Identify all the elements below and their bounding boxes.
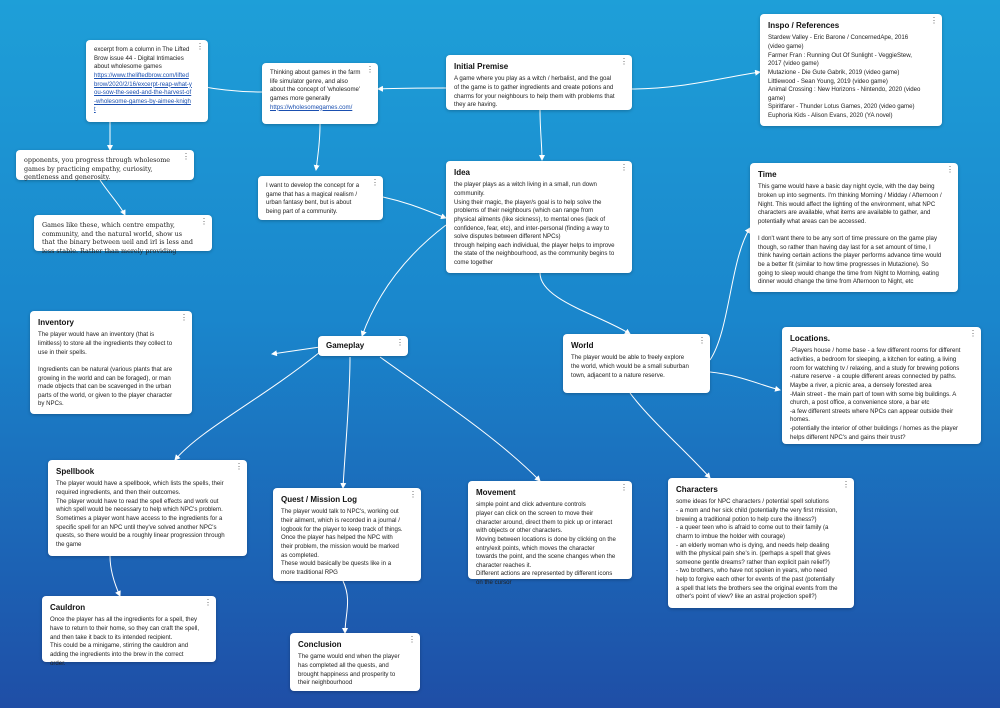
link-world-characters [629,392,711,479]
card-body: A game where you play as a witch / herba… [454,75,615,109]
card-excerpt[interactable]: excerpt from a column in The Lifted Brow… [86,40,208,122]
link-quote1-quote2 [99,179,126,216]
more-options-icon[interactable]: ⋮ [969,329,977,338]
card-title: Conclusion [298,640,342,649]
card-quote-empathy[interactable]: opponents, you progress through wholesom… [16,150,194,182]
more-options-icon[interactable]: ⋮ [396,338,404,347]
card-body: I want to develop the concept for a game… [266,182,360,215]
card-cauldron[interactable]: Cauldron Once the player has all the ing… [42,596,216,667]
card-body: -Players house / home base - a few diffe… [790,347,961,441]
card-quote-binary[interactable]: Games like these, which centre empathy, … [34,215,212,255]
more-options-icon[interactable]: ⋮ [204,598,212,607]
card-title: Cauldron [50,603,86,612]
card-title: Inventory [38,318,75,327]
card-title: Quest / Mission Log [281,495,358,504]
wholesomegames-link[interactable]: https://wholesomegames.com/ [270,103,353,111]
link-develop-idea [382,196,447,220]
link-world-locations [709,371,781,392]
more-options-icon[interactable]: ⋮ [235,462,243,471]
card-develop-concept[interactable]: I want to develop the concept for a game… [258,176,383,220]
card-title: Initial Premise [454,62,509,71]
more-options-icon[interactable]: ⋮ [620,163,628,172]
card-characters[interactable]: Characters some ideas for NPC characters… [668,478,854,608]
link-idea-gameplay [360,224,447,337]
card-body: Stardew Valley - Eric Barone / Concerned… [768,34,921,120]
link-premise-thinking [377,85,447,92]
card-time[interactable]: Time This game would have a basic day ni… [750,163,958,292]
more-options-icon[interactable]: ⋮ [842,480,850,489]
card-body: The game would end when the player has c… [298,653,400,687]
card-thinking-wholesome[interactable]: Thinking about games in the farm life si… [262,63,378,124]
card-initial-premise[interactable]: Initial Premise A game where you play as… [446,55,632,110]
link-gameplay-quest [340,356,351,489]
more-options-icon[interactable]: ⋮ [371,178,379,187]
card-title: Characters [676,485,718,494]
card-title: Locations. [790,334,831,343]
card-title: World [571,341,594,350]
card-title: Idea [454,168,471,177]
link-idea-world [539,272,631,335]
card-body: excerpt from a column in The Lifted Brow… [94,46,190,71]
link-quest-conclusion [342,580,349,634]
more-options-icon[interactable]: ⋮ [930,16,938,25]
card-body: The player would have an inventory (that… [38,331,173,408]
link-premise-inspo [631,69,761,90]
card-movement[interactable]: Movement simple point and click adventur… [468,481,632,586]
lifted-brow-link[interactable]: https://www.theliftedbrow.com/liftedbrow… [94,71,192,114]
card-inventory[interactable]: Inventory The player would have an inven… [30,311,192,414]
card-body: opponents, you progress through wholesom… [24,156,171,182]
card-idea[interactable]: Idea the player plays as a witch living … [446,161,632,273]
card-body: Thinking about games in the farm life si… [270,69,361,102]
card-title: Time [758,170,777,179]
more-options-icon[interactable]: ⋮ [180,313,188,322]
more-options-icon[interactable]: ⋮ [182,152,190,161]
card-body: The player would be able to freely explo… [571,354,689,379]
card-inspo-references[interactable]: Inspo / References Stardew Valley - Eric… [760,14,942,126]
card-title: Gameplay [326,341,365,350]
card-title: Movement [476,488,516,497]
more-options-icon[interactable]: ⋮ [946,165,954,174]
card-spellbook[interactable]: Spellbook The player would have a spellb… [48,460,247,556]
more-options-icon[interactable]: ⋮ [620,483,628,492]
card-body: Games like these, which centre empathy, … [42,221,193,255]
card-title: Spellbook [56,467,95,476]
link-thinking-excerpt [198,83,263,93]
more-options-icon[interactable]: ⋮ [698,336,706,345]
card-conclusion[interactable]: Conclusion The game would end when the p… [290,633,420,691]
link-gameplay-inventory [271,346,321,357]
more-options-icon[interactable]: ⋮ [620,57,628,66]
card-body: some ideas for NPC characters / potentia… [676,498,838,601]
card-body: simple point and click adventure control… [476,501,616,587]
link-gameplay-spellbook [174,351,321,461]
card-body: This game would have a basic day night c… [758,183,942,286]
link-spellbook-cauldron [109,555,121,597]
card-quest-log[interactable]: Quest / Mission Log The player would tal… [273,488,421,581]
card-body: the player plays as a witch living in a … [454,181,615,267]
more-options-icon[interactable]: ⋮ [200,217,208,226]
link-gameplay-movement [379,356,541,482]
more-options-icon[interactable]: ⋮ [366,65,374,74]
card-body: The player would have a spellbook, which… [56,480,225,548]
card-gameplay[interactable]: Gameplay ⋮ [318,336,408,356]
link-thinking-develop [313,123,321,171]
more-options-icon[interactable]: ⋮ [408,635,416,644]
card-locations[interactable]: Locations. -Players house / home base - … [782,327,981,444]
card-body: The player would talk to NPC's, working … [281,508,403,576]
link-premise-idea [538,109,545,161]
more-options-icon[interactable]: ⋮ [409,490,417,499]
card-title: Inspo / References [768,21,840,30]
card-world[interactable]: World The player would be able to freely… [563,334,710,393]
more-options-icon[interactable]: ⋮ [196,42,204,51]
card-body: Once the player has all the ingredients … [50,616,200,667]
link-world-time [709,227,751,361]
